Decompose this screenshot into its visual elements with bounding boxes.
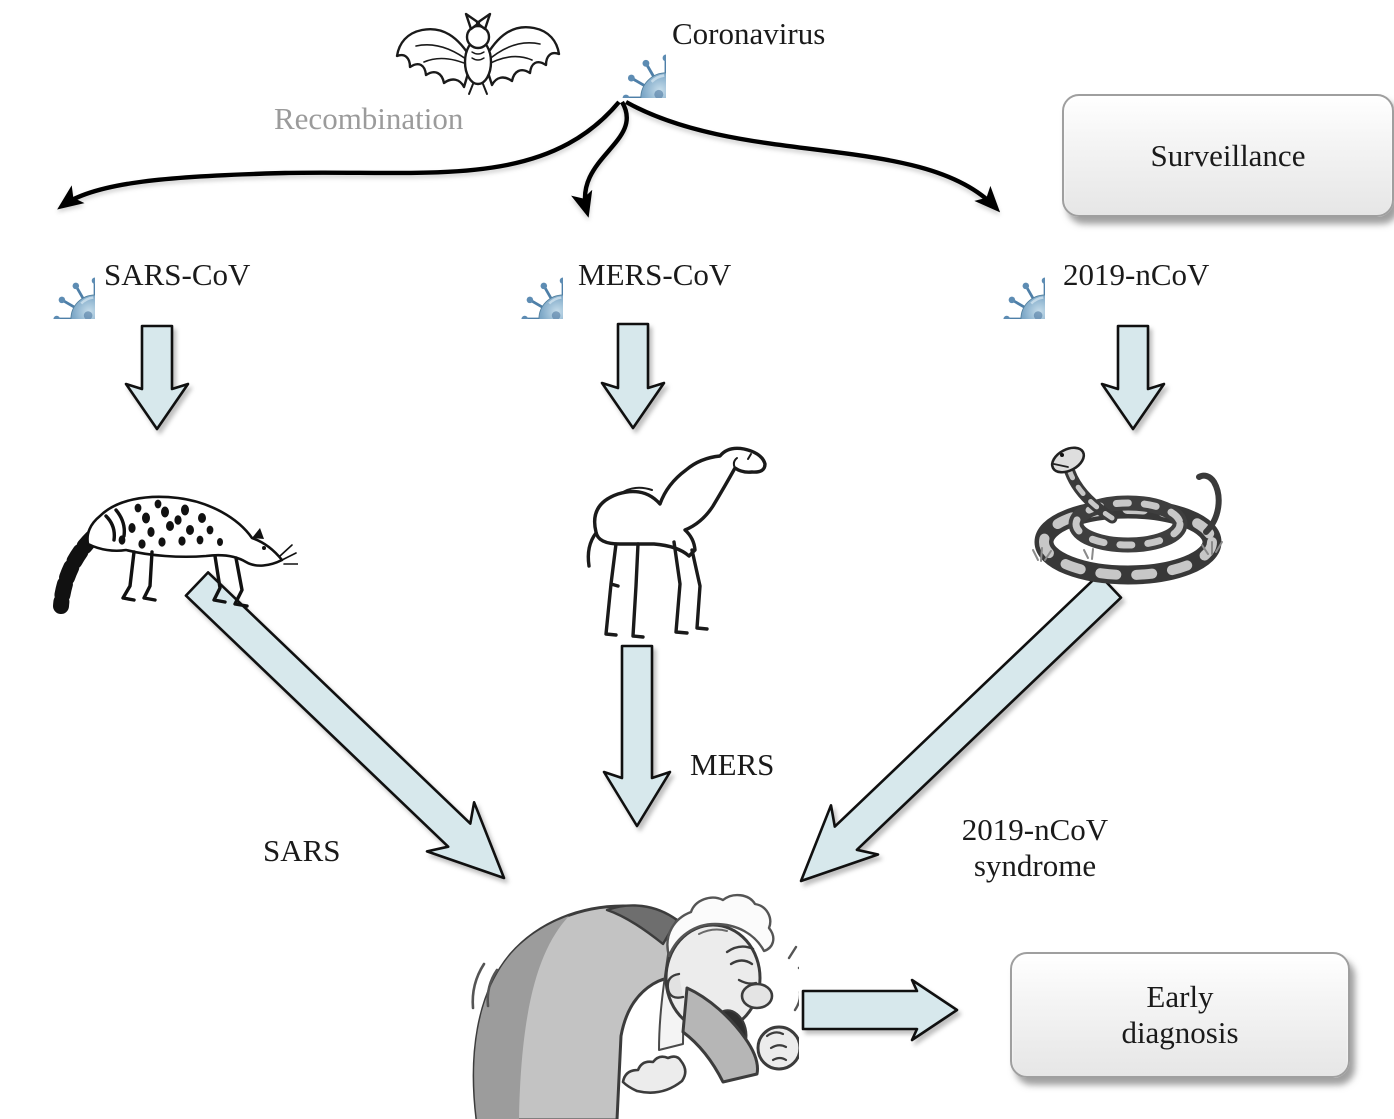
arrow-coronavirus-to-2019-ncov <box>624 100 1001 213</box>
coughing-man-icon <box>471 893 799 1119</box>
early-diagnosis-line2: diagnosis <box>1121 1015 1239 1050</box>
2019-ncov-syndrome-label: 2019-nCoV syndrome <box>930 812 1140 883</box>
surveillance-box-label: Surveillance <box>1150 137 1306 173</box>
recombination-label: Recombination <box>274 101 464 136</box>
civet-icon <box>52 495 298 615</box>
camel-icon <box>586 446 767 639</box>
early-diagnosis-line1: Early <box>1146 979 1214 1014</box>
mers-cov-label: MERS-CoV <box>578 257 732 292</box>
block-arrow-sars-cov-to-civet <box>124 324 190 431</box>
arrow-coronavirus-to-sars-cov <box>57 100 621 210</box>
sars-disease-label: SARS <box>263 833 341 868</box>
early-diagnosis-box: Early diagnosis <box>1010 952 1350 1078</box>
coronavirus-icon <box>576 8 666 98</box>
2019-ncov-virus-icon <box>959 233 1045 319</box>
surveillance-box: Surveillance <box>1062 94 1394 217</box>
block-arrow-mers-cov-to-camel <box>600 322 666 430</box>
bat-icon <box>395 12 561 95</box>
snake-icon <box>1032 446 1223 585</box>
mers-cov-virus-icon <box>477 233 563 319</box>
block-arrow-2019-ncov-to-snake <box>1100 324 1166 431</box>
2019-ncov-label: 2019-nCoV <box>1063 257 1210 292</box>
arrow-coronavirus-to-mers-cov <box>571 100 630 218</box>
mers-disease-label: MERS <box>690 747 775 782</box>
sars-cov-virus-icon <box>9 233 95 319</box>
block-arrow-camel-to-patient <box>602 644 672 828</box>
block-arrow-snake-to-patient <box>799 573 1123 883</box>
block-arrow-civet-to-patient <box>184 571 506 880</box>
coronavirus-label: Coronavirus <box>672 16 826 51</box>
2019-ncov-syndrome-line1: 2019-nCoV <box>961 812 1109 847</box>
block-arrow-patient-to-early-diagnosis <box>801 978 959 1042</box>
sars-cov-label: SARS-CoV <box>104 257 251 292</box>
2019-ncov-syndrome-line2: syndrome <box>973 847 1097 883</box>
